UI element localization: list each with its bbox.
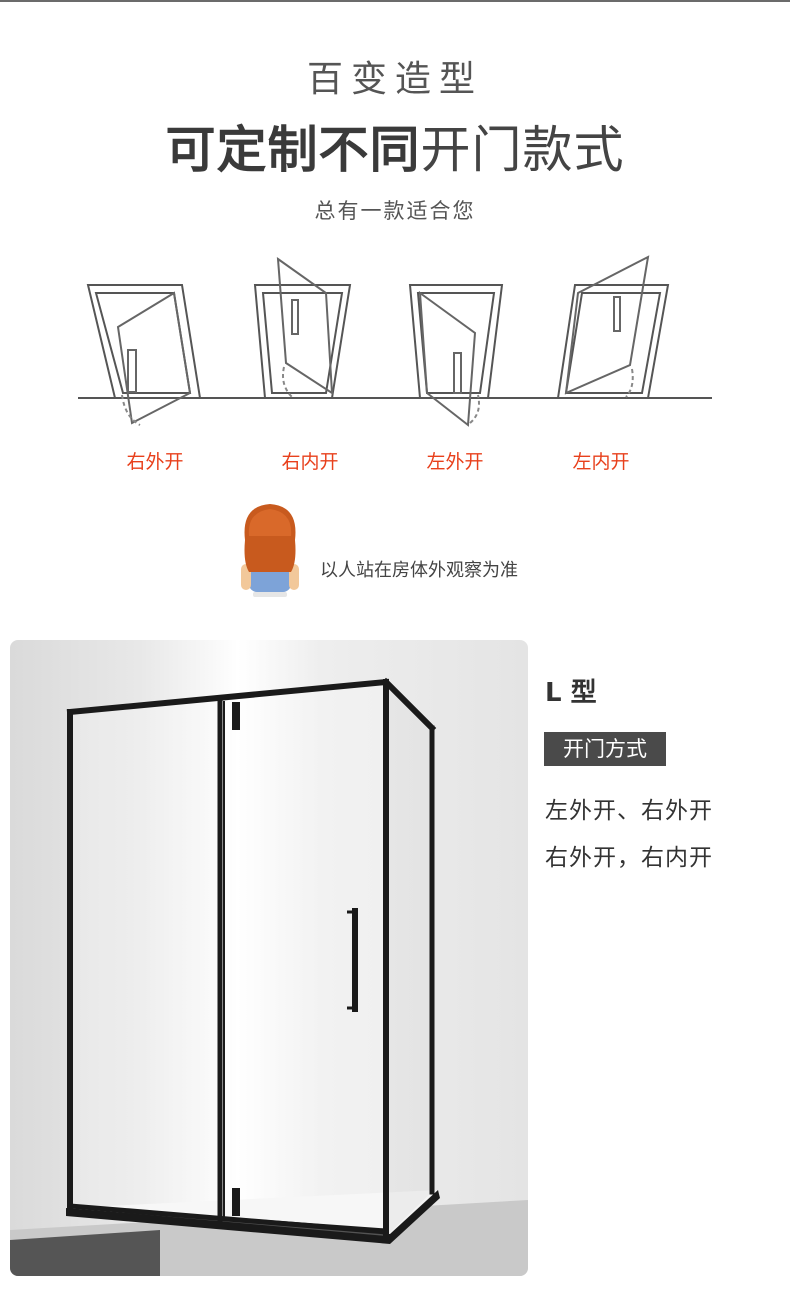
opening-mode-tag: 开门方式 xyxy=(544,732,666,766)
door-label-right-inward: 右内开 xyxy=(281,451,339,473)
door-label-left-inward: 左内开 xyxy=(572,451,630,473)
door-inward-right-icon xyxy=(253,256,352,399)
section-title: 可定制不同开门款式 xyxy=(0,110,790,182)
person-back-icon xyxy=(241,504,299,597)
door-label-left-outward: 左外开 xyxy=(426,451,484,473)
section-subtitle: 总有一款适合您 xyxy=(314,199,476,223)
opening-mode-line: 右外开，右内开 xyxy=(545,845,713,871)
observer-note: 以人站在房体外观察为准 xyxy=(320,560,518,581)
enclosure-type-title: L 型 xyxy=(545,678,597,708)
door-inward-left-icon xyxy=(556,255,670,399)
section-kicker: 百变造型 xyxy=(306,59,483,100)
shower-enclosure-illustration xyxy=(10,677,528,1276)
opening-mode-line: 左外开、右外开 xyxy=(545,798,713,824)
section-title-light: 开门款式 xyxy=(420,121,625,179)
door-outward-left-icon xyxy=(408,284,504,427)
product-photo xyxy=(10,640,528,1276)
top-divider xyxy=(0,0,790,2)
door-diagrams xyxy=(78,255,712,427)
door-label-right-outward: 右外开 xyxy=(126,451,184,473)
door-outward-right-icon xyxy=(86,284,202,426)
section-title-bold: 可定制不同 xyxy=(165,121,421,179)
